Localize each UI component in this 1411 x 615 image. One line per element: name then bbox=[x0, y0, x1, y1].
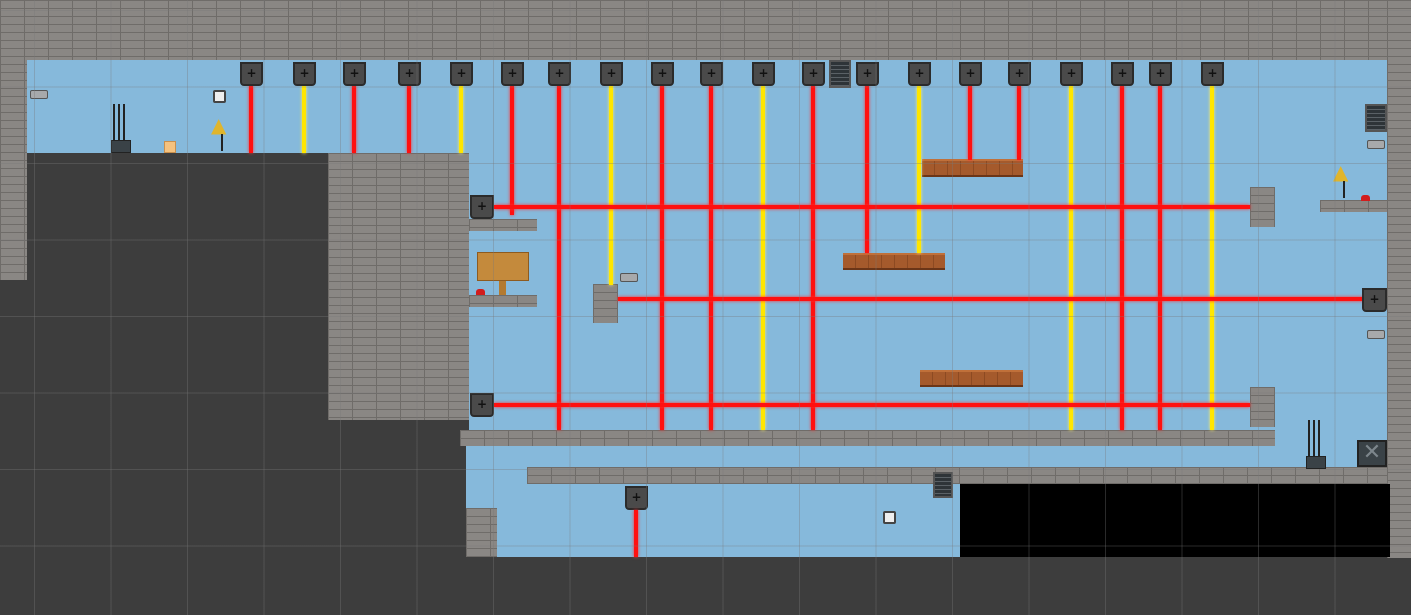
laser-emitter bbox=[343, 62, 366, 86]
laser-beam-red bbox=[865, 85, 869, 253]
laser-beam-yellow bbox=[459, 85, 463, 153]
laser-beam-red-horizontal bbox=[618, 297, 1365, 301]
laser-beam-yellow bbox=[609, 85, 613, 285]
laser-emitter bbox=[1149, 62, 1172, 86]
laser-beam-red bbox=[510, 85, 514, 215]
laser-emitter bbox=[1111, 62, 1134, 86]
laser-emitter bbox=[1060, 62, 1083, 86]
laser-beam-yellow bbox=[761, 85, 765, 430]
sign-pole bbox=[1343, 181, 1345, 198]
laser-beam-yellow bbox=[302, 85, 306, 153]
void-region bbox=[960, 484, 1390, 557]
laser-emitter bbox=[1008, 62, 1031, 86]
pressure-gauge-icon bbox=[883, 511, 896, 524]
laser-beam-red bbox=[557, 85, 561, 430]
brick-floor-lower bbox=[527, 467, 1387, 484]
laser-beam-red bbox=[1017, 85, 1021, 160]
laser-emitter bbox=[856, 62, 879, 86]
brick-wall-left bbox=[0, 0, 27, 280]
red-button[interactable] bbox=[476, 289, 485, 295]
laser-emitter bbox=[752, 62, 775, 86]
laser-beam-red bbox=[709, 85, 713, 430]
laser-beam-red bbox=[660, 85, 664, 430]
laser-emitter bbox=[501, 62, 524, 86]
laser-emitter bbox=[959, 62, 982, 86]
brick-ledge bbox=[1250, 187, 1275, 227]
brick-ledge bbox=[469, 295, 537, 307]
security-camera-icon bbox=[620, 273, 638, 282]
laser-beam-red bbox=[1158, 85, 1162, 430]
wooden-platform bbox=[843, 253, 945, 270]
control-box-icon bbox=[111, 140, 131, 153]
laser-emitter bbox=[908, 62, 931, 86]
laser-emitter bbox=[398, 62, 421, 86]
security-camera-icon bbox=[30, 90, 48, 99]
brick-ledge bbox=[469, 219, 537, 231]
antenna-icon bbox=[118, 104, 120, 140]
laser-beam-red bbox=[249, 85, 253, 153]
laser-emitter bbox=[651, 62, 674, 86]
vent-icon bbox=[829, 60, 851, 88]
player-character[interactable] bbox=[164, 141, 176, 153]
laser-beam-red bbox=[811, 85, 815, 430]
laser-emitter bbox=[1201, 62, 1224, 86]
laser-beam-red bbox=[1120, 85, 1124, 430]
brick-ceiling bbox=[0, 0, 1411, 60]
laser-emitter-side bbox=[470, 195, 494, 219]
wooden-platform bbox=[920, 370, 1023, 387]
laser-emitter-side bbox=[1362, 288, 1387, 312]
laser-emitter bbox=[548, 62, 571, 86]
sky-area bbox=[466, 484, 960, 557]
antenna-icon bbox=[123, 104, 125, 140]
wooden-signboard bbox=[477, 252, 529, 281]
brick-ledge bbox=[593, 284, 618, 323]
laser-emitter-side bbox=[470, 393, 494, 417]
antenna-icon bbox=[113, 104, 115, 140]
crate-x-icon[interactable]: ✕ bbox=[1357, 440, 1387, 467]
brick-ledge bbox=[1250, 387, 1275, 427]
sign-post bbox=[499, 281, 506, 295]
red-button[interactable] bbox=[1361, 195, 1370, 201]
laser-beam-red bbox=[407, 85, 411, 153]
laser-beam-yellow bbox=[917, 85, 921, 253]
pressure-gauge-icon bbox=[213, 90, 226, 103]
control-box-icon bbox=[1306, 456, 1326, 469]
wooden-platform bbox=[922, 159, 1023, 177]
laser-emitter bbox=[240, 62, 263, 86]
brick-pillar bbox=[466, 508, 497, 557]
laser-emitter bbox=[700, 62, 723, 86]
security-camera-icon bbox=[1367, 330, 1385, 339]
brick-block bbox=[328, 153, 469, 420]
laser-beam-yellow bbox=[1210, 85, 1214, 430]
laser-beam-red-horizontal bbox=[494, 403, 1250, 407]
antenna-icon bbox=[1308, 420, 1310, 456]
vent-icon bbox=[933, 472, 953, 498]
laser-emitter bbox=[450, 62, 473, 86]
laser-beam-red bbox=[352, 85, 356, 153]
laser-beam-red bbox=[634, 510, 638, 557]
brick-ledge bbox=[1320, 200, 1387, 212]
brick-floor bbox=[460, 430, 1275, 446]
sky-area bbox=[469, 60, 1387, 430]
laser-emitter bbox=[600, 62, 623, 86]
laser-beam-red-horizontal bbox=[494, 205, 1250, 209]
antenna-icon bbox=[1318, 420, 1320, 456]
antenna-icon bbox=[1313, 420, 1315, 456]
laser-emitter bbox=[802, 62, 825, 86]
laser-emitter bbox=[293, 62, 316, 86]
vent-icon bbox=[1365, 104, 1387, 132]
warning-sign-icon: ▲ bbox=[211, 113, 227, 137]
security-camera-icon bbox=[1367, 140, 1385, 149]
warning-sign-icon: ▲ bbox=[1333, 160, 1349, 184]
laser-beam-yellow bbox=[1069, 85, 1073, 430]
laser-emitter bbox=[625, 486, 648, 510]
brick-wall-right bbox=[1387, 0, 1411, 558]
laser-beam-red bbox=[968, 85, 972, 160]
sign-pole bbox=[221, 134, 223, 151]
